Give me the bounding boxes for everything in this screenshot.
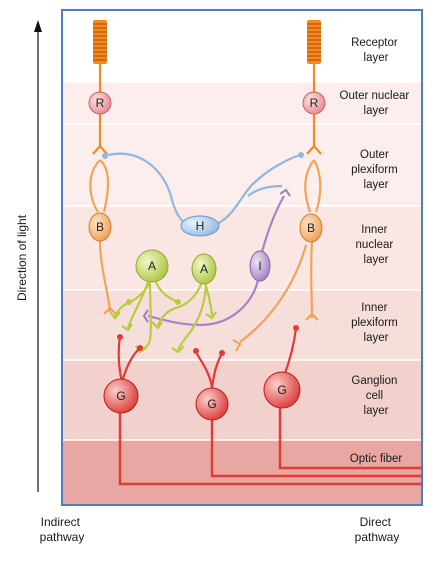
svg-text:R: R	[310, 96, 319, 110]
svg-text:H: H	[196, 219, 205, 233]
layer-dividers	[62, 81, 422, 441]
direction-arrow	[34, 20, 42, 492]
layer-label-optic-fiber: Optic fiber	[350, 453, 403, 465]
interplexiform-cell: I	[249, 250, 271, 282]
svg-text:R: R	[96, 96, 105, 110]
receptor-cell-left: R	[88, 91, 112, 115]
ganglion-synapses	[117, 325, 299, 356]
svg-text:B: B	[307, 221, 315, 235]
horizontal-cell: H	[180, 215, 220, 237]
horizontal-cell-processes	[107, 152, 301, 228]
layer-band-inner-nuclear	[62, 206, 422, 290]
layer-band-outer-nuclear	[62, 82, 422, 124]
direct-pathway-label: Direct pathway	[355, 515, 400, 544]
ganglion-cell-1: G	[103, 378, 139, 414]
svg-text:I: I	[258, 259, 261, 273]
photoreceptor-left	[92, 20, 108, 155]
bipolar-left-terminal	[103, 306, 117, 315]
interplexiform-processes	[147, 195, 285, 327]
indirect-pathway-label: Indirect pathway	[40, 515, 85, 544]
layer-band-receptor	[62, 10, 422, 82]
bipolar-right-terminal	[305, 312, 319, 321]
horizontal-synapse-right	[298, 152, 304, 158]
bipolar-right-processes	[239, 159, 322, 343]
bipolar-right-terminal-2	[232, 339, 242, 352]
interplexiform-terminal-top	[279, 188, 291, 197]
layer-labels: Receptor layer Outer nuclear layer Outer…	[340, 37, 413, 465]
layer-label-outer-nuclear: Outer nuclear layer	[340, 90, 413, 117]
amacrine-terminals	[109, 311, 217, 354]
ganglion-cell-3: G	[263, 371, 301, 409]
layer-label-inner-nuclear: Inner nuclear layer	[356, 224, 397, 266]
bipolar-cell-right: B	[299, 213, 323, 243]
amacrine-cell-2: A	[191, 253, 217, 285]
ganglion-cell-2: G	[195, 387, 229, 421]
layer-label-outer-plexiform: Outer plexiform layer	[351, 149, 401, 191]
svg-text:A: A	[148, 259, 156, 273]
svg-text:G: G	[116, 389, 125, 403]
layer-label-receptor: Receptor layer	[351, 37, 401, 64]
photoreceptor-right	[306, 20, 322, 155]
layer-band-optic-fiber	[62, 440, 422, 505]
svg-text:G: G	[277, 383, 286, 397]
svg-text:A: A	[200, 262, 208, 276]
horizontal-synapse-left	[102, 153, 108, 159]
svg-text:B: B	[96, 220, 104, 234]
layer-band-outer-plexiform	[62, 124, 422, 206]
amacrine-cell-1: A	[135, 249, 169, 283]
bipolar-cell-left: B	[88, 212, 112, 242]
bipolar-left-processes	[89, 159, 112, 313]
amacrine-synapses	[126, 299, 181, 305]
receptor-cell-right: R	[302, 91, 326, 115]
diagram-frame	[61, 9, 423, 506]
svg-text:G: G	[207, 397, 216, 411]
layer-label-ganglion: Ganglion cell layer	[351, 375, 400, 417]
optic-fiber-axons	[118, 400, 422, 486]
interplexiform-terminal-bottom	[142, 309, 149, 323]
layer-bands	[61, 9, 423, 506]
direction-label: Direction of light	[15, 214, 29, 301]
layer-label-inner-plexiform: Inner plexiform layer	[351, 302, 401, 344]
layer-band-inner-plexiform	[62, 290, 422, 360]
